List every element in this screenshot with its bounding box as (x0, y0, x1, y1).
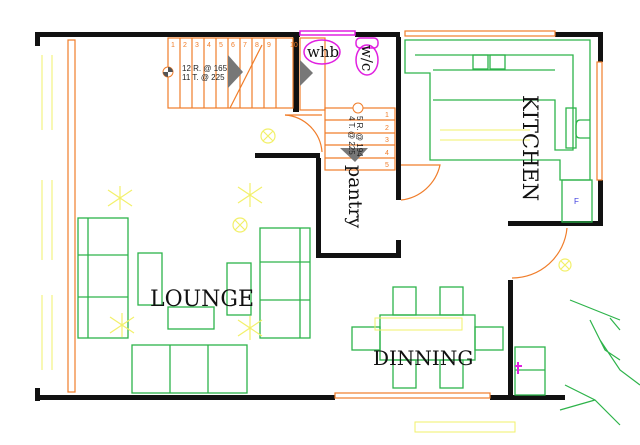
fridge-label: F (574, 197, 579, 206)
svg-text:7: 7 (243, 42, 247, 49)
main-stair-treads: 11 T. @ 225 (182, 73, 225, 82)
windows (41, 30, 603, 433)
side-stair-risers: 5 R. @ 194 (355, 116, 364, 157)
main-stair-risers: 12 R. @ 165 (182, 64, 228, 73)
svg-text:3: 3 (195, 42, 199, 49)
main-step-numbers: 1 2 3 4 5 6 7 8 9 10 (171, 42, 298, 49)
svg-text:8: 8 (255, 42, 259, 49)
garden-plants (559, 299, 640, 426)
side-stair (324, 102, 396, 171)
room-label-pantry: pantry (344, 165, 366, 228)
side-stair-treads: 4 T. @ 225 (347, 116, 356, 155)
dining-furniture (351, 286, 546, 396)
sanitary (303, 37, 379, 76)
svg-text:1: 1 (385, 112, 389, 119)
svg-text:5: 5 (219, 42, 223, 49)
lounge-furniture (77, 217, 311, 394)
light-fixtures (107, 128, 572, 340)
room-label-wc: w/c (358, 45, 376, 71)
svg-text:3: 3 (385, 137, 389, 144)
svg-text:10: 10 (290, 42, 298, 49)
svg-text:1: 1 (171, 42, 175, 49)
svg-text:9: 9 (267, 42, 271, 49)
svg-text:4: 4 (385, 150, 389, 157)
svg-text:4: 4 (207, 42, 211, 49)
room-label-dinning: DINNING (373, 346, 473, 370)
svg-text:6: 6 (231, 42, 235, 49)
svg-text:2: 2 (385, 125, 389, 132)
side-step-numbers: 1 2 3 4 5 (385, 112, 389, 169)
svg-text:5: 5 (385, 162, 389, 169)
room-label-kitchen: KITCHEN (518, 95, 542, 201)
svg-text:2: 2 (183, 42, 187, 49)
room-label-whb: whb (307, 43, 339, 61)
room-label-lounge: LOUNGE (150, 287, 254, 312)
kitchen-counters (404, 39, 593, 223)
walls (35, 32, 603, 401)
doors (284, 114, 568, 279)
main-stair (162, 37, 326, 111)
